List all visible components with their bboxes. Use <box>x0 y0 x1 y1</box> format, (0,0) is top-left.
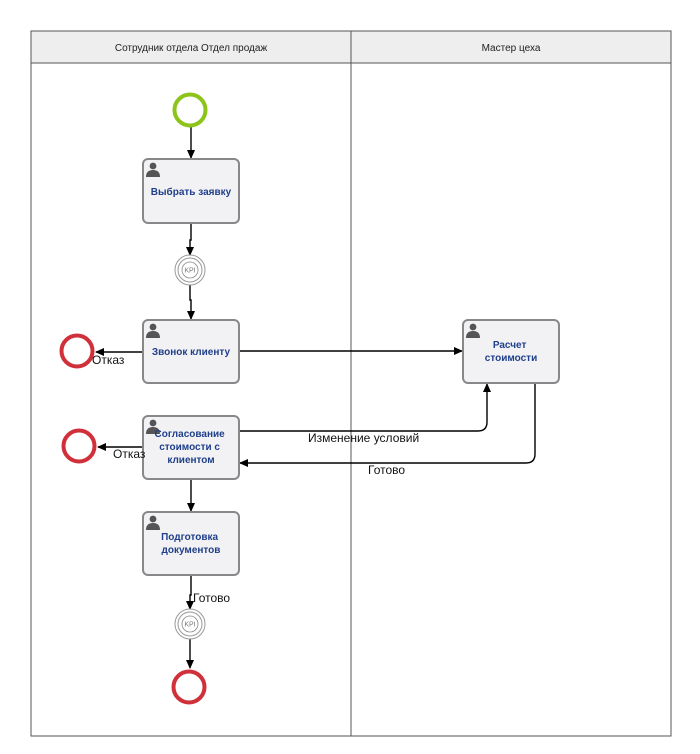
task-agree-cost[interactable]: Согласование стоимости с клиентом <box>142 415 240 480</box>
task-choose-request[interactable]: Выбрать заявку <box>142 158 240 224</box>
task-label: Согласование стоимости с клиентом <box>155 429 228 466</box>
task-label-line: стоимости <box>485 353 537 364</box>
lane-title-master: Мастер цеха <box>482 43 541 54</box>
kpi-event-2[interactable]: KPI <box>174 608 206 640</box>
flow-calc-to-agree[interactable] <box>239 384 536 467</box>
task-label: Расчет стоимости <box>485 340 537 364</box>
end-event-finish[interactable] <box>171 669 207 705</box>
sequence-flows <box>95 127 536 669</box>
kpi-icon-label: KPI <box>184 268 195 275</box>
task-label-line: стоимости с <box>159 442 220 453</box>
user-icon <box>146 162 160 177</box>
flow-agree-to-calc[interactable] <box>239 383 491 432</box>
task-prepare-docs[interactable]: Подготовка документов <box>142 511 240 576</box>
task-label-line: клиентом <box>167 455 214 466</box>
end-event-refuse-call[interactable] <box>59 333 95 369</box>
flow-kpi-to-call[interactable] <box>187 285 195 320</box>
kpi-event-1[interactable]: KPI <box>174 254 206 286</box>
end-event-refuse-agree[interactable] <box>61 428 97 464</box>
task-label-line: документов <box>162 545 221 556</box>
flow-label-ready-calc: Готово <box>368 463 405 477</box>
task-label-line: Звонок клиенту <box>152 347 231 358</box>
task-label-line: Согласование <box>155 429 226 440</box>
task-label-line: Выбрать заявку <box>151 186 232 198</box>
task-label: Подготовка документов <box>161 532 221 556</box>
task-label: Звонок клиенту <box>152 347 231 358</box>
kpi-icon-label: KPI <box>184 622 195 629</box>
start-event[interactable] <box>172 92 208 128</box>
task-label: Выбрать заявку <box>151 186 232 198</box>
task-call-client[interactable]: Звонок клиенту <box>142 319 240 384</box>
swimlane-pool <box>30 30 672 737</box>
flow-label-change-terms: Изменение условий <box>308 431 419 445</box>
lane-title-sales: Сотрудник отдела Отдел продаж <box>115 43 268 54</box>
user-icon <box>146 515 160 530</box>
flow-label-refuse-agree: Отказ <box>113 447 146 461</box>
flow-label-refuse-call: Отказ <box>92 353 125 367</box>
task-calc-cost[interactable]: Расчет стоимости <box>462 319 560 384</box>
task-label-line: Подготовка <box>161 532 218 543</box>
flow-choose-to-kpi[interactable] <box>186 223 194 256</box>
user-icon <box>146 323 160 338</box>
task-label-line: Расчет <box>493 340 527 351</box>
flow-label-ready-docs: Готово <box>193 591 230 605</box>
user-icon <box>466 323 480 338</box>
user-icon <box>146 419 160 434</box>
flow-docs-to-kpi[interactable] <box>186 575 194 610</box>
